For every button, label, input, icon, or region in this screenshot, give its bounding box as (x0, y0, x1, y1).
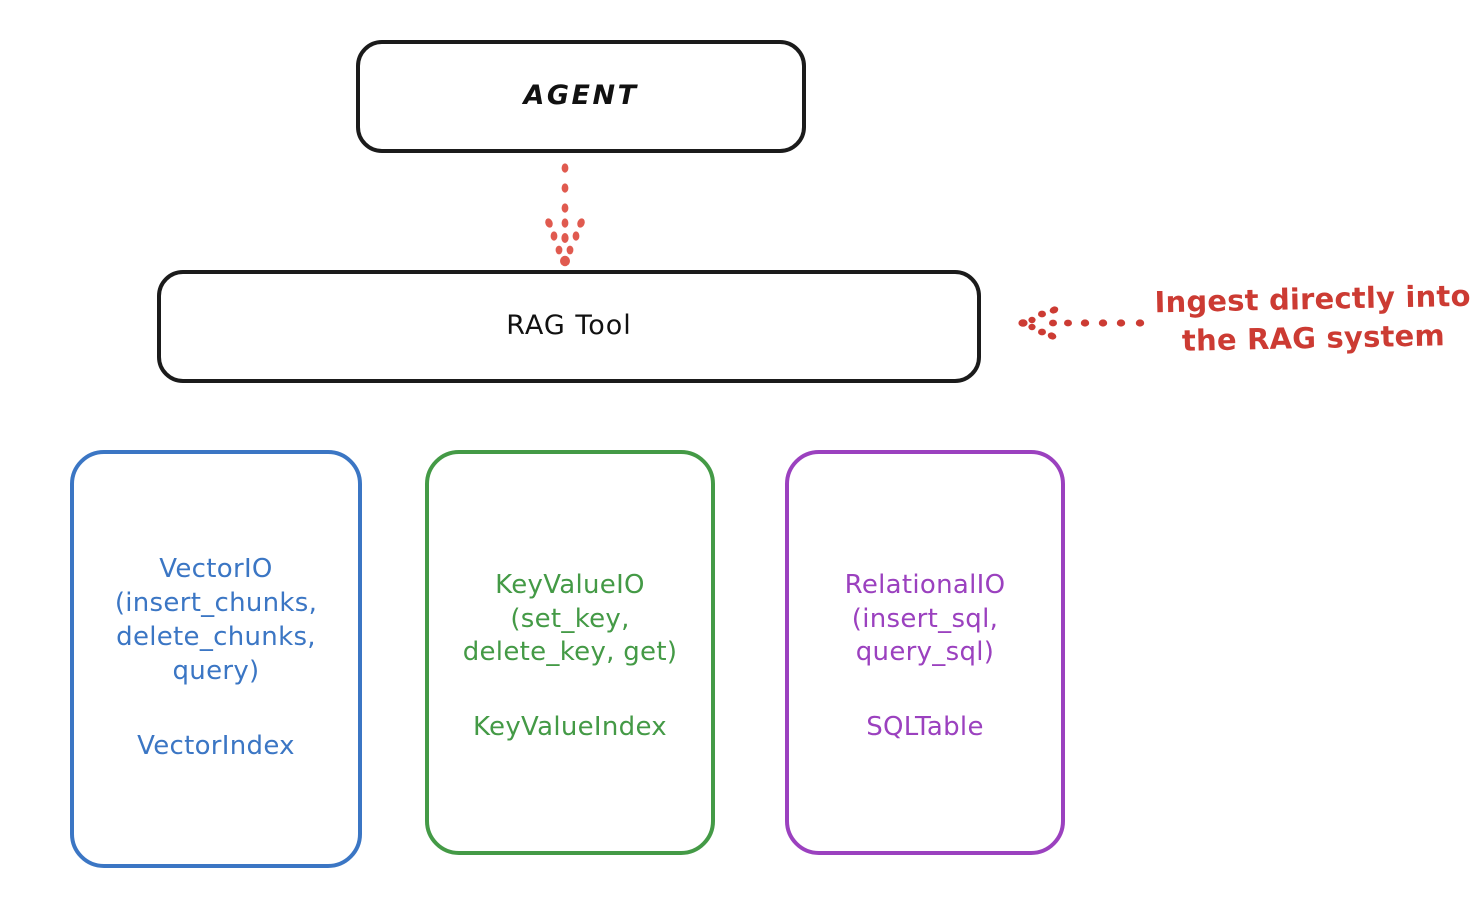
vector-index-label: VectorIndex (137, 730, 295, 761)
agent-to-rag-tool-connector (545, 163, 585, 267)
ingest-note-connector (1018, 306, 1145, 340)
key-value-io-methods-label: KeyValueIO (set_key, delete_key, get) (462, 569, 678, 668)
relational-io-node[interactable]: RelationalIO (insert_sql, query_sql) SQL… (785, 450, 1065, 855)
vector-io-node[interactable]: VectorIO (insert_chunks, delete_chunks, … (70, 450, 362, 868)
relational-io-methods-label: RelationalIO (insert_sql, query_sql) (844, 569, 1006, 668)
agent-node-label: AGENT (523, 80, 639, 112)
sql-table-label: SQLTable (866, 712, 984, 743)
agent-node[interactable]: AGENT (356, 40, 806, 153)
vector-io-methods-label: VectorIO (insert_chunks, delete_chunks, … (114, 554, 318, 686)
rag-tool-node[interactable]: RAG Tool (157, 270, 981, 383)
ingest-annotation-label: Ingest directly into the RAG system (1154, 278, 1471, 358)
key-value-index-label: KeyValueIndex (472, 712, 667, 743)
rag-tool-node-label: RAG Tool (506, 310, 632, 342)
key-value-io-node[interactable]: KeyValueIO (set_key, delete_key, get) Ke… (425, 450, 715, 855)
